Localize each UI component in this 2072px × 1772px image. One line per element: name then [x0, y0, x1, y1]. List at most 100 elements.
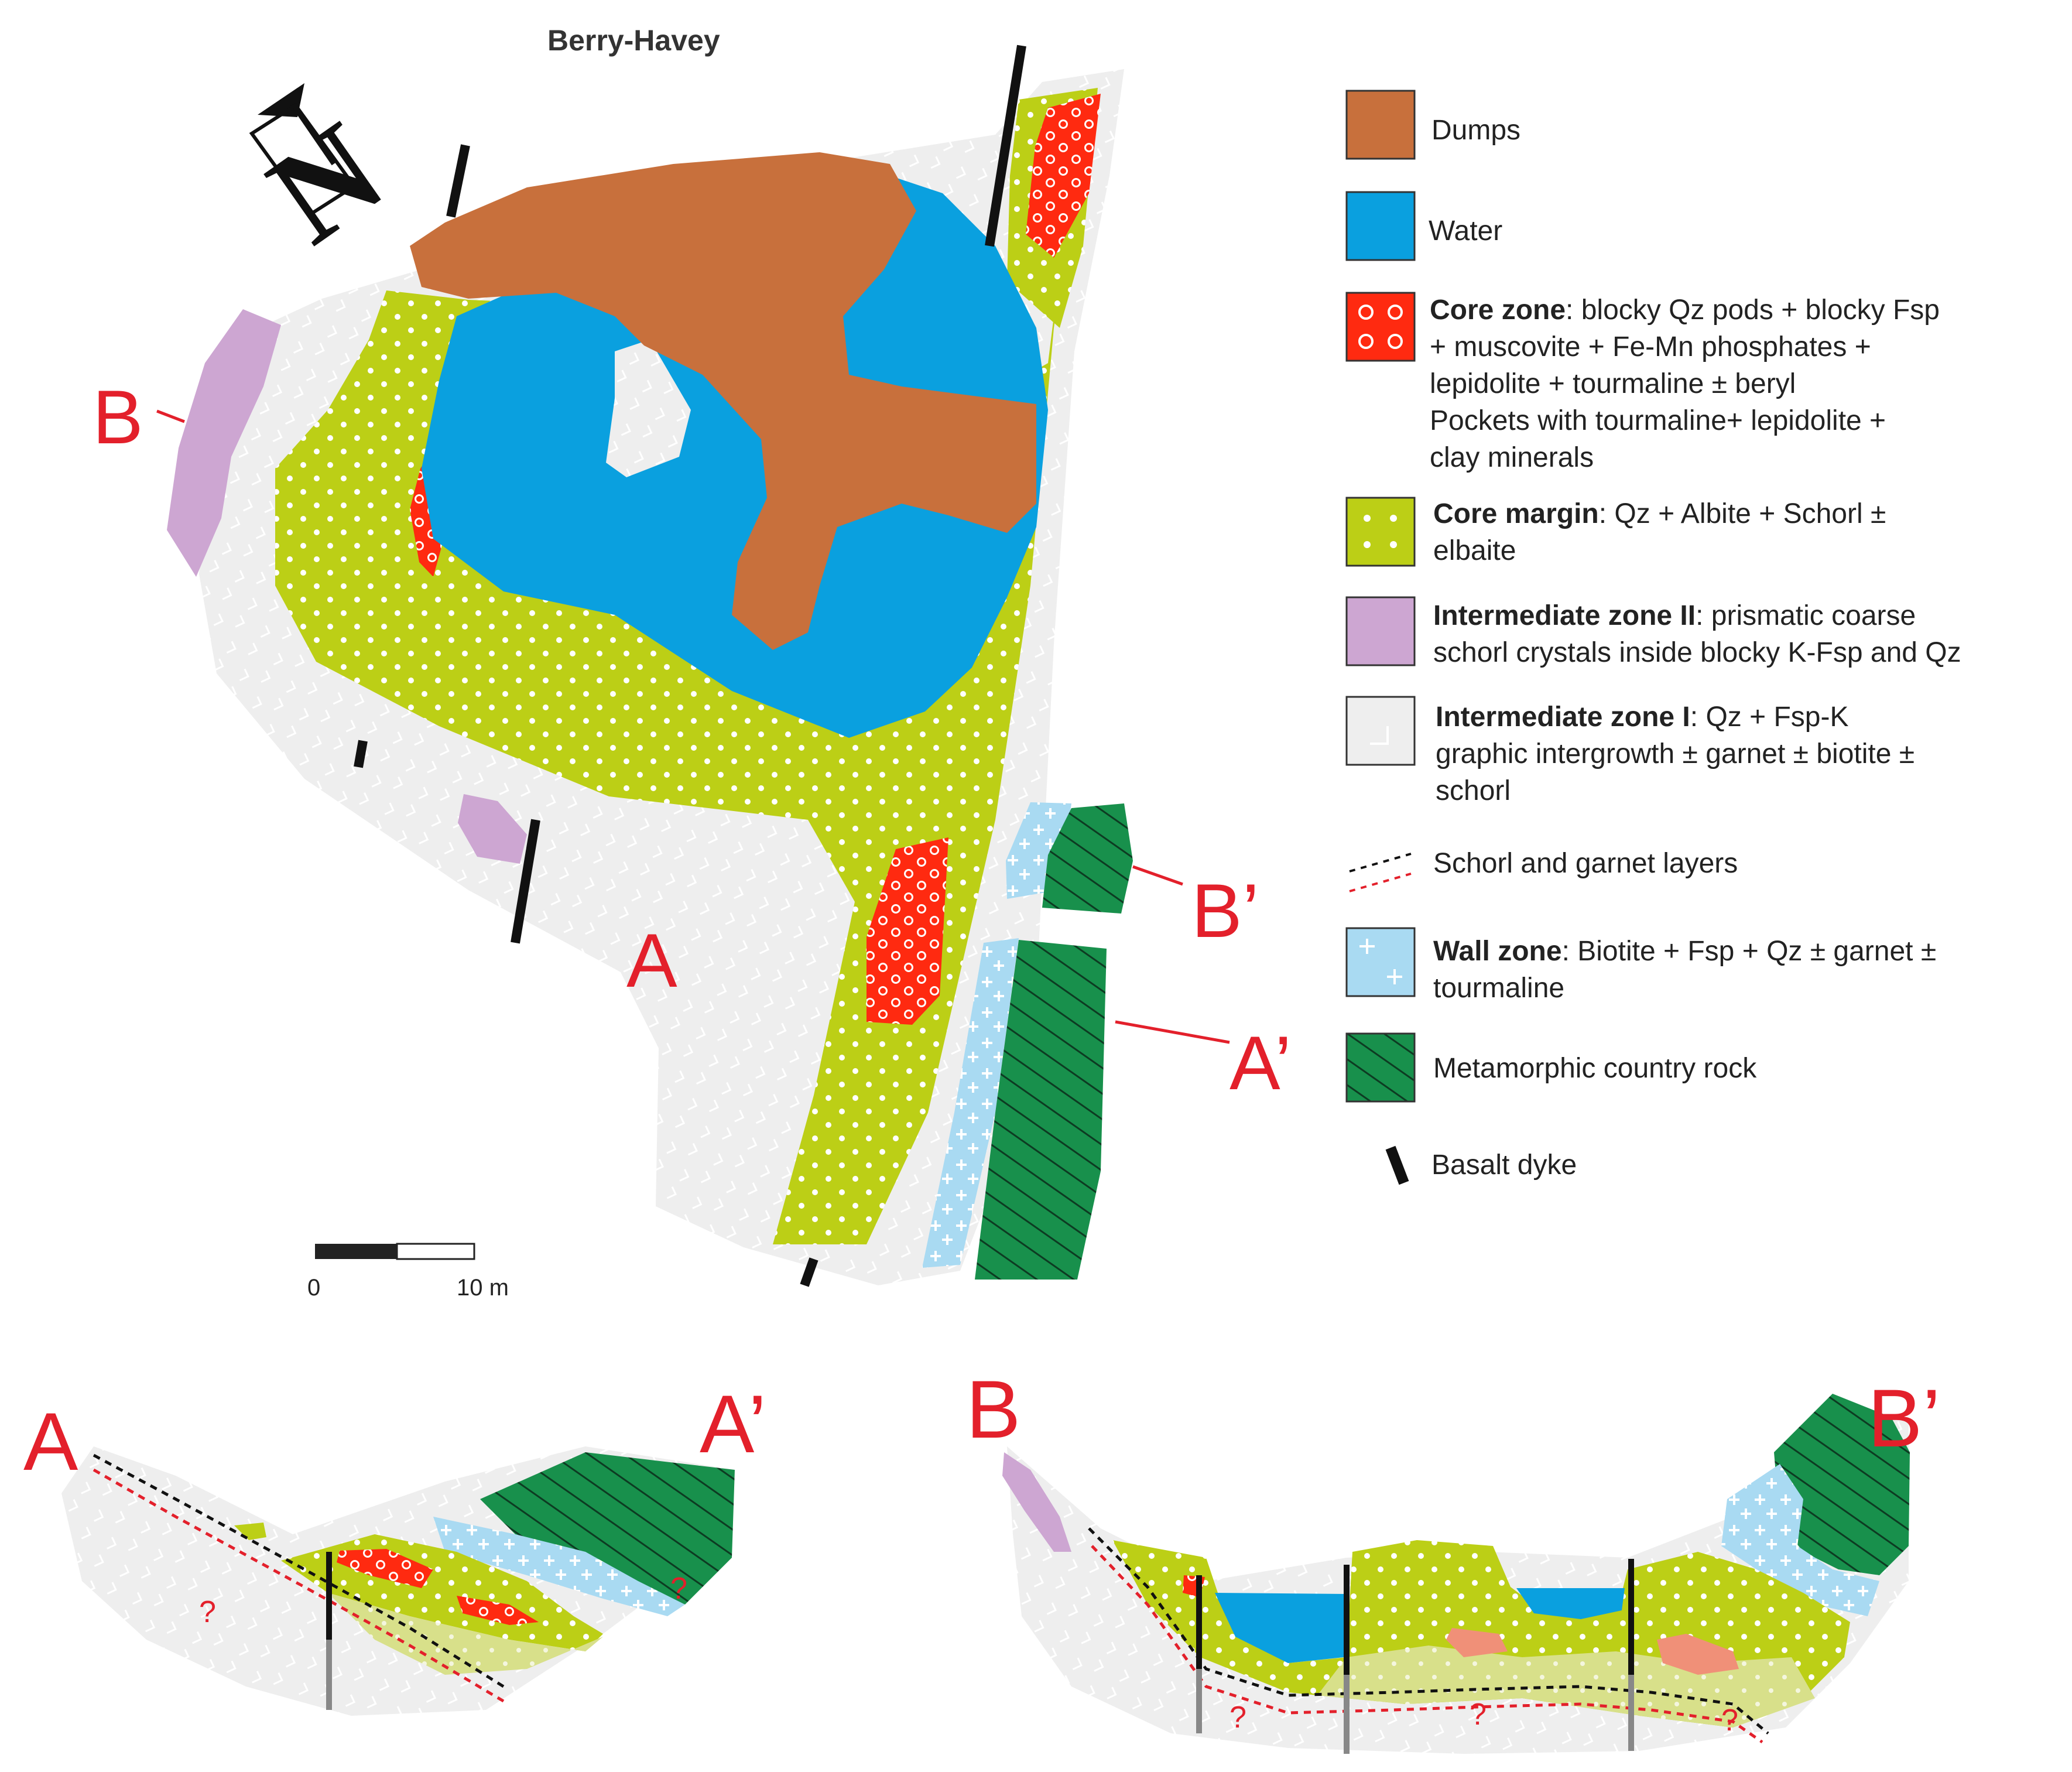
- svg-text:graphic intergrowth ± garnet ±: graphic intergrowth ± garnet ± biotite ±: [1436, 738, 1915, 769]
- bb-label-left: B: [966, 1363, 1020, 1455]
- scale-end: 10 m: [457, 1275, 509, 1301]
- cross-section-a-a-prime: A A’ ? ?: [23, 1378, 766, 1716]
- map-intermediate-zone-2-west: [167, 309, 281, 577]
- svg-text:Basalt dyke: Basalt dyke: [1431, 1150, 1577, 1181]
- legend-swatch-intermediate-zone-2: [1345, 596, 1416, 666]
- svg-text:elbaite: elbaite: [1433, 535, 1516, 566]
- legend-bold-wall-zone: Wall zone: [1433, 936, 1562, 967]
- aa-core-margin-small: [234, 1523, 266, 1540]
- map-intermediate-zone-2-south: [458, 794, 527, 864]
- legend-swatch-core-margin: [1345, 497, 1416, 567]
- bb-unknown-2: ?: [1470, 1698, 1487, 1732]
- legend-schorl-garnet-layers-icon: [1349, 853, 1412, 892]
- legend: Dumps Water Core zone: blocky Qz pods + …: [1345, 90, 1961, 1185]
- bb-intermediate-zone-2: [1002, 1452, 1071, 1552]
- legend-core-margin-line-1: : Qz + Albite + Schorl ±: [1599, 498, 1886, 529]
- svg-text:schorl crystals inside blocky: schorl crystals inside blocky K-Fsp and …: [1433, 637, 1961, 668]
- aa-unknown-1: ?: [199, 1595, 216, 1629]
- legend-swatch-wall-zone: [1345, 927, 1416, 997]
- scale-zero: 0: [307, 1275, 320, 1301]
- cross-section-b-b-prime: B B’ ? ? ?: [966, 1363, 1940, 1754]
- bb-unknown-3: ?: [1721, 1703, 1738, 1737]
- svg-text:Metamorphic country rock: Metamorphic country rock: [1433, 1053, 1757, 1084]
- legend-core-margin-line-2: elbaite: [1433, 535, 1516, 566]
- north-letter: N: [243, 94, 408, 272]
- north-arrow-icon: N: [243, 83, 409, 272]
- legend-core-zone-line-2: + muscovite + Fe-Mn phosphates +: [1430, 331, 1871, 362]
- svg-text:Wall zone: Biotite + Fsp + Qz: Wall zone: Biotite + Fsp + Qz ± garnet ±: [1433, 936, 1936, 967]
- svg-text:Pockets with tourmaline+ lepid: Pockets with tourmaline+ lepidolite +: [1430, 405, 1886, 436]
- legend-text-country-rock: Metamorphic country rock: [1433, 1053, 1757, 1084]
- aa-country-rock: [480, 1452, 735, 1605]
- map-dumps: [410, 152, 1036, 650]
- legend-iz1-line-2: graphic intergrowth ± garnet ± biotite ±: [1436, 738, 1915, 769]
- svg-text:Dumps: Dumps: [1431, 115, 1520, 146]
- legend-text-water: Water: [1429, 215, 1502, 247]
- legend-swatch-country-rock: [1345, 1032, 1416, 1103]
- bb-unknown-1: ?: [1229, 1701, 1246, 1735]
- bb-core-zone-pale-2: [1657, 1634, 1739, 1675]
- legend-core-zone-pattern: [1358, 305, 1403, 349]
- svg-text:+ muscovite + Fe-Mn phosphates: + muscovite + Fe-Mn phosphates +: [1430, 331, 1871, 362]
- svg-text:Core margin: Qz + Albite + Sch: Core margin: Qz + Albite + Schorl ±: [1433, 498, 1886, 529]
- legend-iz1-line-3: schorl: [1436, 775, 1511, 806]
- map-basalt-dykes: [354, 45, 1026, 1287]
- legend-text-dumps: Dumps: [1431, 115, 1520, 146]
- map-country-rock-north: [1042, 803, 1133, 914]
- legend-core-zone-line-5: clay minerals: [1430, 442, 1594, 473]
- bb-water-1: [1215, 1593, 1347, 1663]
- legend-core-margin-pattern: [1364, 515, 1397, 548]
- plan-map: B B’ A A’: [93, 45, 1292, 1287]
- aa-core-margin-pale: [328, 1593, 603, 1675]
- legend-iz2-line-1: : prismatic coarse: [1696, 600, 1916, 631]
- legend-basalt-dyke-icon: [1385, 1145, 1409, 1185]
- svg-text:Water: Water: [1429, 215, 1502, 247]
- map-title: Berry-Havey: [547, 24, 720, 57]
- bb-wall-zone: [1721, 1464, 1879, 1616]
- svg-text:Intermediate zone II: prismati: Intermediate zone II: prismatic coarse: [1433, 600, 1916, 631]
- map-core-zone-south: [867, 837, 948, 1025]
- bb-water-2: [1516, 1588, 1625, 1619]
- legend-core-zone-line-1: : blocky Qz pods + blocky Fsp: [1566, 295, 1940, 326]
- legend-text-schorl-garnet-layers: Schorl and garnet layers: [1433, 848, 1738, 879]
- svg-text:clay minerals: clay minerals: [1430, 442, 1594, 473]
- svg-text:Intermediate zone I: Qz + Fsp-: Intermediate zone I: Qz + Fsp-K: [1436, 702, 1849, 733]
- legend-swatch-water: [1345, 191, 1416, 261]
- svg-text:Core zone: blocky Qz pods + bl: Core zone: blocky Qz pods + blocky Fsp: [1430, 295, 1940, 326]
- legend-text-basalt-dyke: Basalt dyke: [1431, 1150, 1577, 1181]
- bb-garnet-layer: [1091, 1545, 1763, 1744]
- legend-iz2-line-2: schorl crystals inside blocky K-Fsp and …: [1433, 637, 1961, 668]
- legend-bold-core-zone: Core zone: [1430, 295, 1566, 326]
- legend-wall-zone-line-2: tourmaline: [1433, 973, 1564, 1004]
- legend-core-zone-line-4: Pockets with tourmaline+ lepidolite +: [1430, 405, 1886, 436]
- legend-bold-core-margin: Core margin: [1433, 498, 1599, 529]
- aa-label-right: A’: [700, 1378, 766, 1470]
- map-label-b: B: [93, 374, 143, 460]
- scale-bar: 0 10 m: [307, 1243, 509, 1301]
- legend-wall-zone-line-1: : Biotite + Fsp + Qz ± garnet ±: [1562, 936, 1937, 967]
- svg-text:tourmaline: tourmaline: [1433, 973, 1564, 1004]
- aa-wall-zone: [433, 1517, 685, 1616]
- bb-country-rock: [1774, 1394, 1910, 1575]
- legend-bold-intermediate-zone-2: Intermediate zone II: [1433, 600, 1696, 631]
- map-label-a: A: [626, 918, 677, 1003]
- bb-label-right: B’: [1868, 1372, 1940, 1464]
- aa-label-left: A: [23, 1395, 78, 1487]
- map-core-zone-ne: [1026, 94, 1101, 258]
- svg-text:lepidolite + tourmaline ± bery: lepidolite + tourmaline ± beryl: [1430, 368, 1796, 399]
- bb-core-zone-pale-1: [1446, 1628, 1508, 1657]
- map-label-a-prime: A’: [1229, 1020, 1292, 1106]
- legend-bold-intermediate-zone-1: Intermediate zone I: [1436, 702, 1690, 733]
- legend-iz1-line-1: : Qz + Fsp-K: [1690, 702, 1849, 733]
- svg-text:Schorl and garnet layers: Schorl and garnet layers: [1433, 848, 1738, 879]
- map-water-island: [606, 340, 691, 477]
- legend-swatch-intermediate-zone-1: [1345, 696, 1416, 766]
- bb-basalt-dykes: [1196, 1559, 1634, 1754]
- map-water: [422, 176, 1048, 738]
- bb-schorl-layer: [1088, 1527, 1769, 1735]
- aa-core-zone-2: [457, 1596, 539, 1625]
- legend-swatch-core-zone: [1345, 292, 1416, 362]
- aa-core-zone-1: [337, 1549, 433, 1588]
- legend-swatch-dumps: [1345, 90, 1416, 160]
